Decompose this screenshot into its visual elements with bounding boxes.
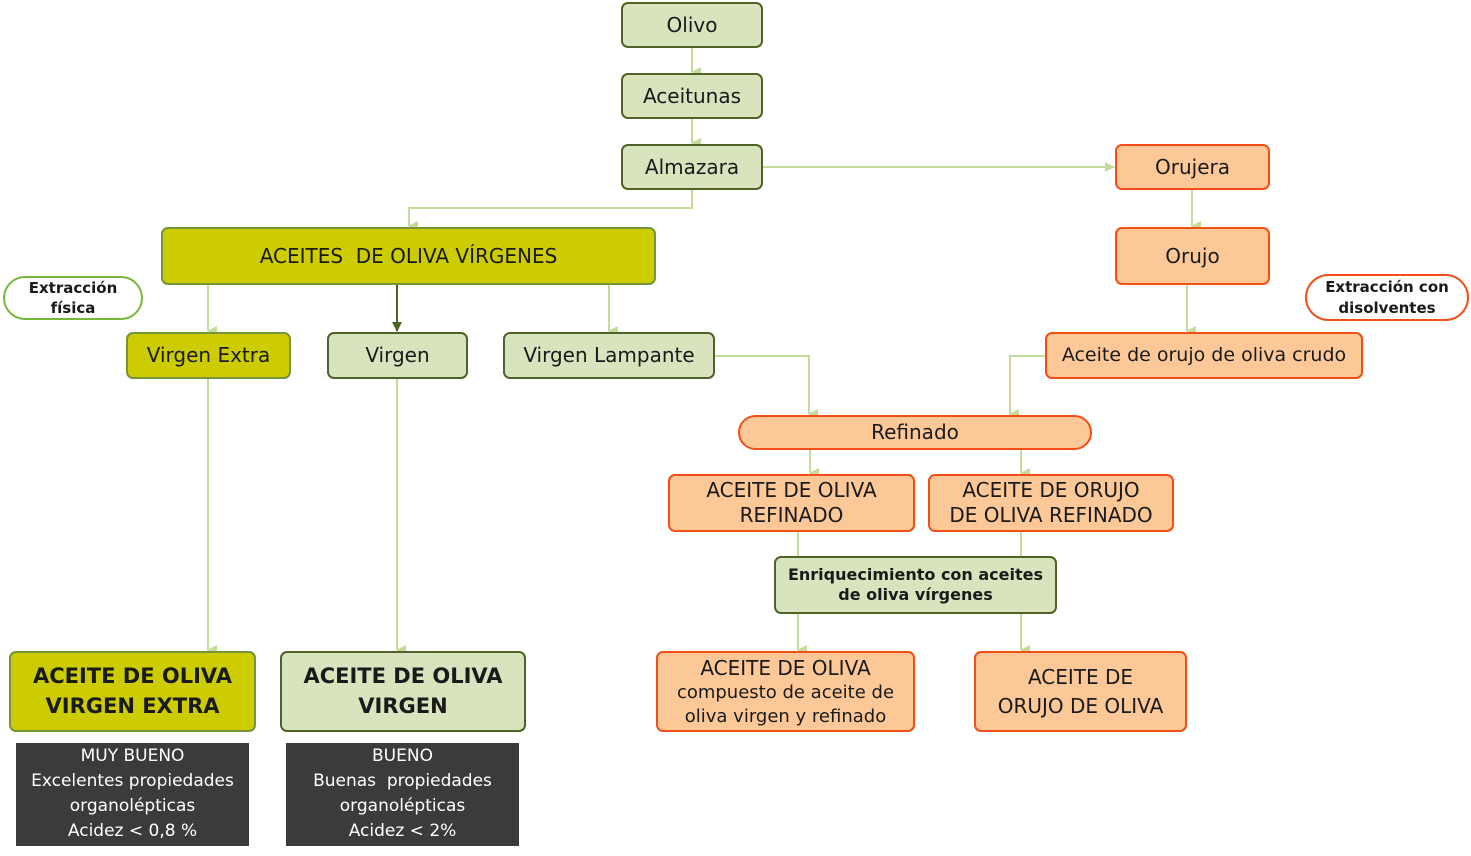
node-label: Virgen xyxy=(365,343,430,367)
node-olivo: Olivo xyxy=(621,2,763,48)
node-aceites-virgenes: ACEITES DE OLIVA VÍRGENES xyxy=(161,227,656,285)
quality-virgen: BUENO Buenas propiedades organolépticas … xyxy=(286,743,519,846)
node-virgen: Virgen xyxy=(327,332,468,379)
quality-line: Acidez < 2% xyxy=(348,821,457,841)
node-label: Virgen Extra xyxy=(146,343,271,367)
node-line: VIRGEN xyxy=(358,693,448,718)
node-orujera: Orujera xyxy=(1115,144,1270,190)
node-aceitunas: Aceitunas xyxy=(621,73,763,119)
node-almazara: Almazara xyxy=(621,144,763,190)
node-label: Orujera xyxy=(1155,154,1230,179)
note-line: Extracción con xyxy=(1325,278,1449,297)
node-line: ACEITE DE OLIVA xyxy=(700,656,871,681)
node-label: Aceitunas xyxy=(642,83,742,108)
node-line: REFINADO xyxy=(739,503,844,527)
node-label: Aceite de orujo de oliva crudo xyxy=(1061,343,1347,366)
link-crudo-refinado xyxy=(1009,355,1045,419)
node-line: ORUJO DE OLIVA xyxy=(997,693,1164,718)
node-line: ACEITE DE ORUJO xyxy=(962,478,1140,502)
node-line: Enriquecimiento con aceites xyxy=(787,565,1044,584)
quality-line: Buenas propiedades xyxy=(313,771,492,791)
node-label: Refinado xyxy=(871,420,959,444)
node-line: de oliva vírgenes xyxy=(838,585,993,604)
node-line: ACEITE DE OLIVA xyxy=(706,478,877,502)
node-refinado: Refinado xyxy=(738,415,1092,450)
node-orujo: Orujo xyxy=(1115,227,1270,285)
node-label: ACEITES DE OLIVA VÍRGENES xyxy=(259,243,558,268)
node-aceite-orujo-oliva: ACEITE DE ORUJO DE OLIVA xyxy=(974,651,1187,732)
node-line: ACEITE DE xyxy=(1027,664,1134,689)
quality-extra: MUY BUENO Excelentes propiedades organol… xyxy=(16,743,249,846)
node-aov: ACEITE DE OLIVA VIRGEN xyxy=(280,651,526,732)
quality-line: MUY BUENO xyxy=(80,746,185,766)
node-label: Almazara xyxy=(644,154,740,179)
node-line: ACEITE DE OLIVA xyxy=(32,664,233,689)
note-extraccion-fisica: Extracción física xyxy=(3,276,143,320)
node-line: VIRGEN EXTRA xyxy=(45,693,220,718)
node-aceite-orujo-refinado: ACEITE DE ORUJO DE OLIVA REFINADO xyxy=(928,474,1174,532)
node-enriquecimiento: Enriquecimiento con aceites de oliva vír… xyxy=(774,556,1057,614)
note-line: Extracción xyxy=(28,278,118,297)
node-orujo-crudo: Aceite de orujo de oliva crudo xyxy=(1045,332,1363,379)
node-aceite-oliva-refinado: ACEITE DE OLIVA REFINADO xyxy=(668,474,915,532)
node-line: ACEITE DE OLIVA xyxy=(303,664,503,689)
note-extraccion-disolventes: Extracción con disolventes xyxy=(1305,274,1469,321)
node-line: DE OLIVA REFINADO xyxy=(949,503,1153,527)
node-virgen-extra: Virgen Extra xyxy=(126,332,291,379)
quality-line: organolépticas xyxy=(339,796,466,816)
note-line: física xyxy=(50,299,96,317)
node-line: compuesto de aceite de xyxy=(676,682,895,704)
node-label: Orujo xyxy=(1165,243,1220,268)
quality-line: BUENO xyxy=(372,746,433,766)
quality-line: Acidez < 0,8 % xyxy=(67,821,198,841)
node-line: oliva virgen y refinado xyxy=(684,705,887,727)
node-virgen-lampante: Virgen Lampante xyxy=(503,332,715,379)
link-almazara-virgenes xyxy=(408,190,693,231)
quality-line: organolépticas xyxy=(69,796,196,816)
node-label: Olivo xyxy=(666,12,718,37)
node-aove: ACEITE DE OLIVA VIRGEN EXTRA xyxy=(9,651,256,732)
note-line: disolventes xyxy=(1338,298,1436,317)
quality-line: Excelentes propiedades xyxy=(31,771,234,791)
link-lampante-refinado xyxy=(715,355,818,419)
node-aceite-oliva-compuesto: ACEITE DE OLIVA compuesto de aceite de o… xyxy=(656,651,915,732)
node-label: Virgen Lampante xyxy=(523,343,695,367)
